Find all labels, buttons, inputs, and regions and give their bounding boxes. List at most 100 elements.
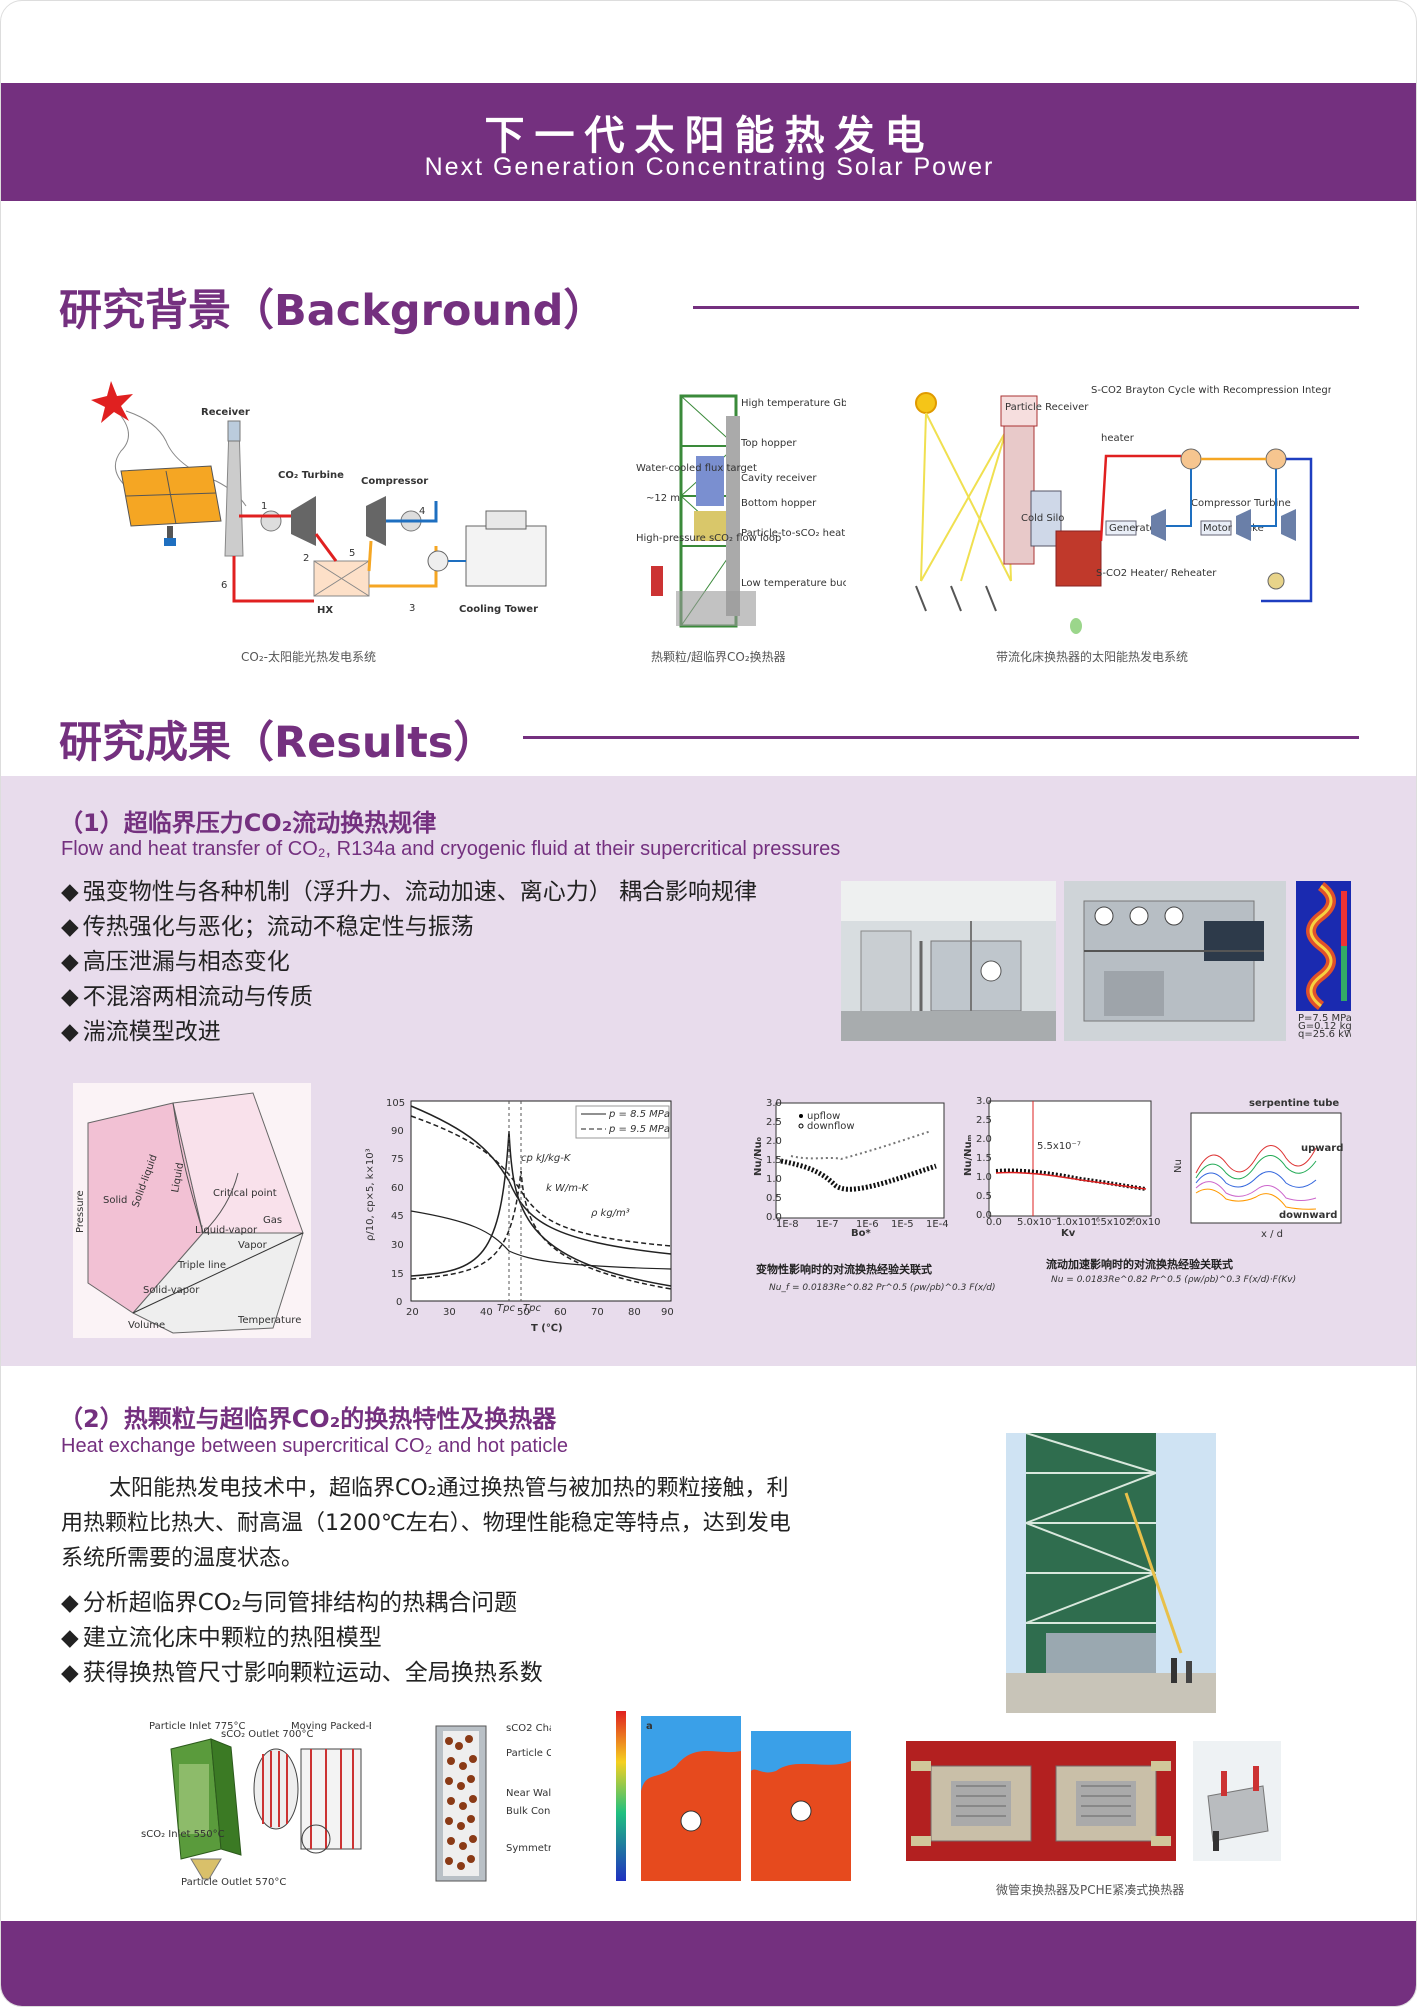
part1-bullet: ◆强变物性与各种机制（浮升力、流动加速、离心力） 耦合影响规律: [61, 879, 758, 905]
nu2-xtick-3: 1.5x10⁻⁶: [1091, 1217, 1135, 1228]
nu1-ytick-2: 1.0: [766, 1174, 782, 1185]
part1-bullet-list: ◆强变物性与各种机制（浮升力、流动加速、离心力） 耦合影响规律 ◆传热强化与恶化…: [61, 875, 757, 1050]
nu1-ytick-1: 0.5: [766, 1193, 782, 1204]
nu2-ylabel: Nu/Nuₘ: [963, 1134, 974, 1176]
nu2-formula: Nu = 0.0183Re^0.82 Pr^0.5 (ρw/ρb)^0.3 F(…: [1051, 1275, 1297, 1285]
fig3-motor: Motor Brake: [1203, 523, 1264, 534]
label-cooling-tower: Cooling Tower: [459, 604, 538, 615]
nu1-caption: 变物性影响时的对流换热经验关联式: [756, 1263, 932, 1276]
prop-ann-cp: cp kJ/kg-K: [521, 1153, 572, 1164]
nu2-xtick-2: 1.0x10⁻⁶: [1056, 1217, 1100, 1228]
lab-photo-2: [1064, 881, 1286, 1041]
compact-hx-photo: [1193, 1741, 1281, 1861]
part2-bullet: ◆分析超临界CO₂与同管排结构的热耦合问题: [61, 1590, 518, 1616]
pd-critical: Critical point: [213, 1188, 277, 1199]
label-compressor: Compressor: [361, 476, 428, 487]
svg-text:G=0.12 kg/s: G=0.12 kg/s: [1298, 1021, 1351, 1032]
results-title: 研究成果（Results）: [59, 718, 497, 768]
background-title: 研究背景（Background）: [59, 286, 607, 336]
ch-label-0: sCO2 Channel: [506, 1723, 551, 1734]
pd-solid: Solid: [103, 1195, 127, 1206]
fig3-generator: Generator: [1109, 523, 1161, 534]
prop-ytick-0: 0: [396, 1297, 402, 1308]
part1-title-en: Flow and heat transfer of CO₂, R134a and…: [61, 838, 841, 860]
pd-liquid: Liquid: [170, 1162, 186, 1194]
part2-bullet: ◆建立流化床中颗粒的热阻模型: [61, 1625, 382, 1651]
pd-triple-line: Triple line: [177, 1260, 226, 1271]
label-n6: 6: [221, 580, 227, 591]
hx-label-3: sCO₂ Inlet 550°C: [141, 1829, 225, 1840]
prop-xtick-3: 50: [517, 1307, 530, 1318]
pd-pressure: Pressure: [75, 1190, 86, 1233]
part1-bullet: ◆湍流模型改进: [61, 1019, 221, 1045]
pd-liquid-vapor: Liquid-vapor: [195, 1225, 258, 1236]
label-n1: 1: [261, 501, 267, 512]
label-turbine: CO₂ Turbine: [278, 470, 344, 481]
prop-ytick-6: 90: [391, 1126, 404, 1137]
fig2-caption: 热颗粒/超临界CO₂换热器: [651, 650, 786, 664]
fig2-label-2: Cavity receiver: [741, 473, 817, 484]
nu1-xtick-3: 1E-5: [891, 1219, 914, 1230]
fig2-label-3: Bottom hopper: [741, 498, 817, 509]
nu1-ytick-5: 2.5: [766, 1117, 782, 1128]
nu1-xtick-1: 1E-7: [816, 1219, 839, 1230]
prop-xlabel: T (℃): [531, 1323, 563, 1334]
phase-diagram: Solid Solid-liquid Liquid Critical point…: [73, 1083, 311, 1338]
nu2-ytick-1: 0.5: [976, 1191, 992, 1202]
tower-photo: [1006, 1433, 1216, 1713]
sun-icon-2: [915, 392, 937, 414]
serp-xlabel: x / d: [1261, 1229, 1283, 1240]
prop-xtick-0: 20: [406, 1307, 419, 1318]
nu1-ytick-0: 0.0: [766, 1212, 782, 1223]
nu2-caption: 流动加速影响时的对流换热经验关联式: [1046, 1258, 1233, 1271]
hx-label-0: Particle Inlet 775°C: [149, 1721, 246, 1732]
label-hx: HX: [317, 605, 333, 616]
footer-band: [1, 1921, 1416, 2006]
prop-ann-rho: ρ kg/m³: [591, 1208, 630, 1219]
contour-label-a: a: [646, 1721, 653, 1732]
nu2-ytick-6: 3.0: [976, 1096, 992, 1107]
part2-paragraph: 太阳能热发电技术中，超临界CO₂通过换热管与被加热的颗粒接触，利用热颗粒比热大、…: [61, 1476, 791, 1571]
fig3-receiver: Particle Receiver: [1005, 402, 1089, 413]
prop-ytick-4: 60: [391, 1183, 404, 1194]
fig2-label-5: Low temperature bucket elevator: [741, 578, 846, 589]
nu-chart-bo: upflow downflow Bo* Nu/Nu₀ 0.0 0.5 1.0 1…: [753, 1098, 949, 1239]
nu1-legend-0: upflow: [807, 1111, 840, 1122]
part2-title-en: Heat exchange between supercritical CO₂ …: [61, 1435, 568, 1457]
prop-ann-k: k W/m-K: [546, 1183, 590, 1194]
title-en: Next Generation Concentrating Solar Powe…: [424, 153, 995, 181]
nu1-formula: Nu_f = 0.0183Re^0.82 Pr^0.5 (ρw/ρb)^0.3 …: [769, 1283, 996, 1293]
nu1-ylabel: Nu/Nu₀: [753, 1137, 764, 1176]
prop-xtick-2: 40: [480, 1307, 493, 1318]
property-chart: p = 8.5 MPa p = 9.5 MPa cp kJ/kg-K k W/m…: [365, 1098, 674, 1334]
nu2-xtick-0: 0.0: [986, 1217, 1002, 1228]
part1-bullet: ◆高压泄漏与相态变化: [61, 949, 290, 975]
fig2-label-6: Water-cooled flux target: [636, 463, 757, 474]
particle-flow-contour: a: [616, 1711, 851, 1881]
pd-temperature: Temperature: [237, 1315, 301, 1326]
prop-legend-0: p = 8.5 MPa: [608, 1109, 670, 1120]
pche-photo: [906, 1741, 1176, 1861]
nu1-xtick-4: 1E-4: [926, 1219, 949, 1230]
fig1-caption: CO₂-太阳能光热发电系统: [241, 650, 376, 664]
ch-label-4: Symmetry Boundary: [506, 1843, 551, 1854]
pche-caption: 微管束换热器及PCHE紧凑式换热器: [996, 1883, 1185, 1897]
fig3-caption: 带流化床换热器的太阳能热发电系统: [996, 650, 1189, 664]
prop-xtick-5: 70: [591, 1307, 604, 1318]
hx-label-2: Moving Packed-Bed Particle Flow: [291, 1721, 371, 1732]
svg-text:q=25.6 kW/m²: q=25.6 kW/m²: [1298, 1029, 1351, 1040]
svg-text:P=7.5 MPa: P=7.5 MPa: [1298, 1013, 1351, 1024]
moving-bed-hx-diagram: Particle Inlet 775°C sCO₂ Outlet 700°C M…: [141, 1721, 371, 1887]
receiver-tower: [224, 425, 244, 557]
nu2-ytick-3: 1.5: [976, 1153, 992, 1164]
fig3-turbine: Compressor Turbine: [1191, 498, 1291, 509]
prop-ytick-7: 105: [386, 1098, 405, 1109]
nu1-ytick-4: 2.0: [766, 1136, 782, 1147]
prop-tpc-1: Tpc: [497, 1303, 515, 1314]
sun-icon: [91, 381, 133, 423]
fig2-label-0: High temperature Gbb elevator: [741, 398, 846, 409]
cooling-tower: [465, 525, 547, 587]
particle-hx-tower-diagram: High temperature Gbb elevator Top hopper…: [636, 394, 846, 628]
fig2-label-8: High-pressure sCO₂ flow loop: [636, 533, 781, 544]
label-n5: 5: [349, 548, 355, 559]
